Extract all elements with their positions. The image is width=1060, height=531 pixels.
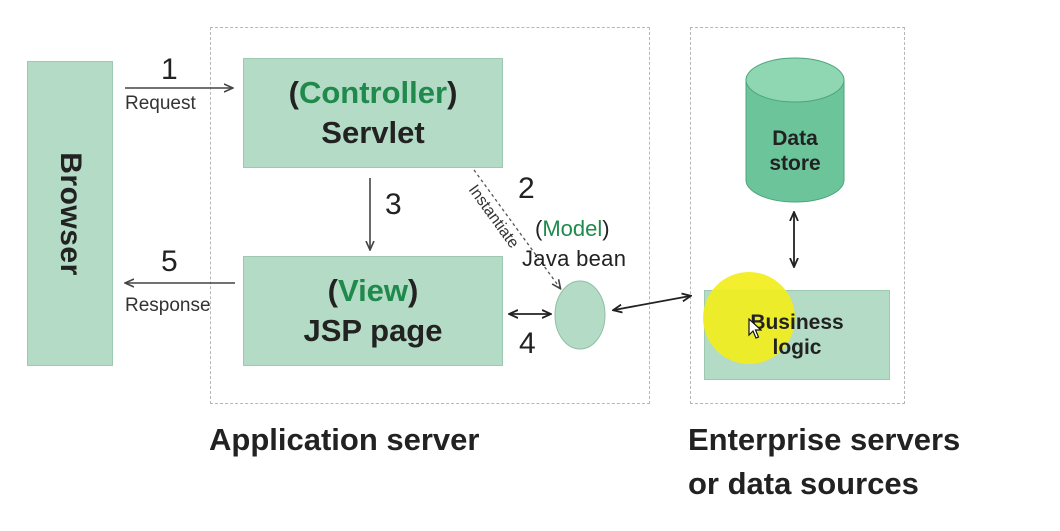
request-label: Request	[125, 93, 196, 114]
forward-number: 3	[385, 188, 402, 221]
view-jsp-box: (View) JSP page	[243, 256, 503, 366]
model-role-line: (Model)	[535, 216, 610, 241]
view-role-line: (View)	[327, 273, 419, 308]
instantiate-number: 2	[518, 172, 535, 205]
datastore-line1: Data	[772, 127, 818, 150]
java-bean-shape	[554, 280, 606, 350]
business-line1: Business	[750, 311, 844, 334]
data-store-cylinder	[745, 57, 845, 203]
data-store-label: Data store	[746, 126, 844, 176]
mouse-cursor-icon	[748, 317, 763, 345]
model-role: Model	[542, 216, 603, 241]
bean-access-number: 4	[519, 327, 536, 360]
servlet-label: Servlet	[321, 115, 425, 150]
browser-box: Browser	[27, 61, 113, 366]
controller-servlet-box: (Controller) Servlet	[243, 58, 503, 168]
response-label: Response	[125, 295, 211, 316]
business-line2: logic	[772, 336, 822, 359]
controller-role-line: (Controller)	[288, 75, 458, 110]
enterprise-caption-line2: or data sources	[688, 466, 919, 501]
enterprise-region	[690, 27, 905, 404]
response-number: 5	[161, 245, 178, 278]
bean-business-arrow	[614, 296, 690, 310]
request-number: 1	[161, 53, 178, 86]
controller-role: Controller	[298, 75, 448, 110]
application-server-region	[210, 27, 650, 404]
cursor-highlight	[703, 272, 795, 364]
view-role: View	[337, 273, 409, 308]
jsp-label: JSP page	[303, 313, 443, 348]
enterprise-caption-line1: Enterprise servers	[688, 422, 961, 457]
application-server-caption: Application server	[209, 422, 480, 457]
datastore-line2: store	[769, 152, 821, 175]
business-logic-label: Business logic	[750, 310, 843, 360]
java-bean-label: Java bean	[522, 246, 627, 271]
enterprise-caption: Enterprise servers or data sources	[688, 418, 960, 506]
business-logic-box: Business logic	[703, 272, 890, 380]
instantiate-arrow	[473, 169, 560, 288]
